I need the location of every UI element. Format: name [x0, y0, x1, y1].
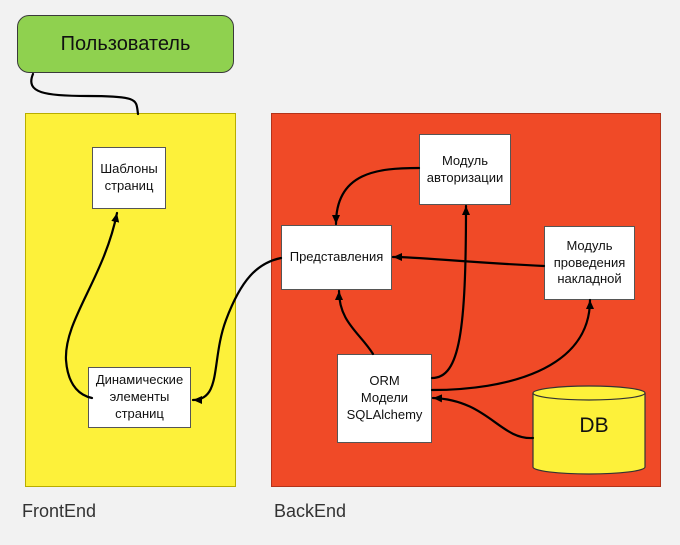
- dynamic-page-elements-node: Динамические элементы страниц: [88, 367, 191, 428]
- frontend-label: FrontEnd: [22, 501, 97, 521]
- auth-module-node: Модуль авторизации: [419, 134, 511, 205]
- backend-label: BackEnd: [274, 501, 347, 521]
- invoice-module-node: Модуль проведения накладной: [544, 226, 635, 300]
- views-node: Представления: [281, 225, 392, 290]
- orm-models-node: ORM Модели SQLAlchemy: [337, 354, 432, 443]
- user-node: Пользователь: [17, 15, 234, 73]
- page-templates-node: Шаблоны страниц: [92, 147, 166, 209]
- edge-user-to-frontend: [30, 72, 140, 116]
